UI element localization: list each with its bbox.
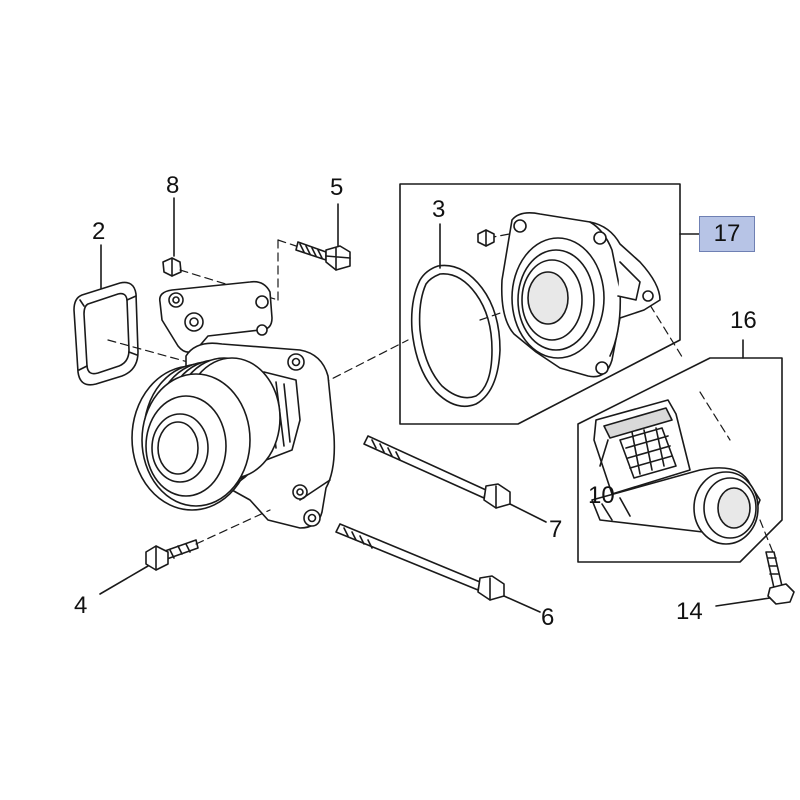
leader-10	[599, 439, 609, 467]
leader-4	[99, 565, 149, 595]
leader-14	[715, 597, 771, 607]
callout-5: 5	[330, 174, 344, 201]
callout-4: 4	[74, 592, 88, 619]
leader-6	[503, 595, 541, 613]
bolt-part-7	[363, 435, 511, 509]
cap-screw-17	[477, 229, 495, 247]
o-ring-part-3	[412, 265, 500, 406]
water-pump-body	[132, 282, 334, 528]
callout-7: 7	[549, 516, 563, 543]
gasket-part-2	[74, 282, 138, 384]
group-frame-16-outline	[577, 357, 783, 563]
thermostat-part-16	[592, 400, 760, 544]
callout-16: 16	[730, 307, 757, 334]
bolt-part-5	[295, 241, 351, 271]
sleeve-part-8	[162, 257, 182, 277]
bolt-part-4	[145, 509, 271, 571]
leader-7	[509, 503, 547, 523]
bolt-part-6	[335, 523, 505, 601]
callout-8: 8	[166, 172, 180, 199]
callout-17-highlighted: 17	[699, 216, 755, 252]
housing-cover-part-17	[502, 213, 660, 377]
callout-14: 14	[676, 598, 703, 625]
callout-2: 2	[92, 218, 106, 245]
group-frame-17-outline	[399, 183, 681, 425]
callout-3: 3	[432, 196, 446, 223]
callout-10: 10	[588, 482, 615, 509]
callout-6: 6	[541, 604, 555, 631]
bolt-part-14	[765, 551, 795, 605]
